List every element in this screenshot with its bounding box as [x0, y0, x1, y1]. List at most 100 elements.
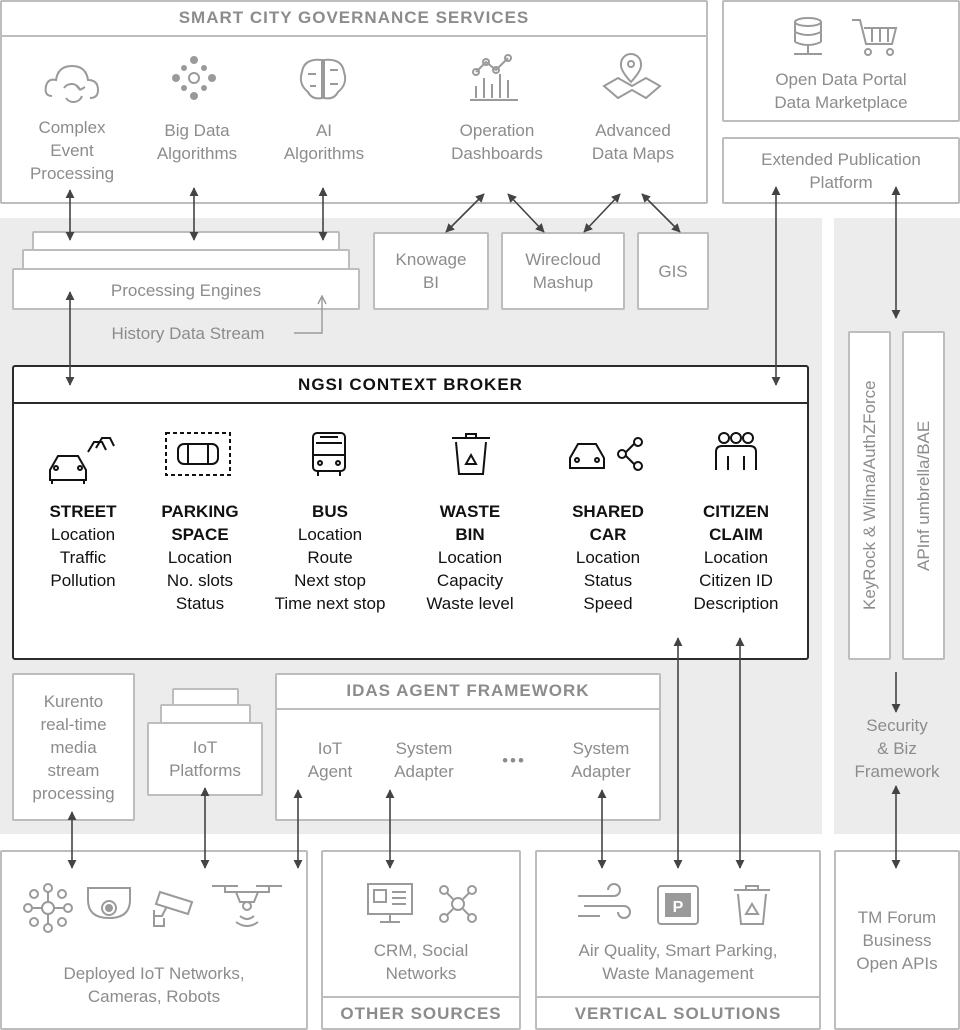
keyrock-box: KeyRock & Wilma/AuthZForce	[848, 331, 891, 660]
extended-publication-label: Extended Publication Platform	[761, 150, 921, 192]
entity-title: STREET	[49, 502, 117, 521]
entity-field: Description	[693, 594, 779, 613]
idas-divider	[277, 708, 659, 710]
entity-title: CITIZEN CLAIM	[702, 502, 770, 544]
wirecloud-mashup-label: Wirecloud Mashup	[525, 250, 601, 292]
entity-citizen-claim: CITIZEN CLAIM Location Citizen ID Descri…	[674, 500, 798, 615]
entity-field: Citizen ID	[699, 571, 773, 590]
entity-field: Next stop	[294, 571, 366, 590]
entity-field: Traffic	[59, 548, 107, 567]
knowage-bi-label: Knowage BI	[395, 250, 467, 292]
entity-shared-car: SHARED CAR Location Status Speed	[550, 500, 666, 615]
connector-arrows	[65, 186, 901, 869]
social-network-icon	[439, 885, 477, 923]
iot-platforms-label: IoT Platforms	[169, 738, 241, 780]
broker-title: NGSI CONTEXT BROKER	[298, 375, 523, 394]
brain-icon	[299, 58, 347, 100]
entity-title: BUS	[312, 502, 348, 521]
wirecloud-mashup-box: Wirecloud Mashup	[501, 232, 625, 310]
entity-bus: BUS Location Route Next stop Time next s…	[248, 500, 412, 615]
entity-parking-space: PARKING SPACE Location No. slots Status	[140, 500, 260, 615]
entity-field: Speed	[583, 594, 633, 613]
kurento-box: Kurento real-time media stream processin…	[12, 673, 135, 821]
open-data-portal-box: Open Data Portal Data Marketplace	[722, 0, 960, 122]
other-sources-title: OTHER SOURCES	[340, 1004, 502, 1023]
entity-field: No. slots	[166, 571, 234, 590]
crm-display-icon	[367, 883, 413, 923]
database-server-icon	[794, 17, 822, 55]
governance-item-big-data-algorithms: Big Data Algorithms	[156, 121, 238, 163]
entity-field: Location	[575, 548, 641, 567]
entity-title: WASTE BIN	[439, 502, 501, 544]
idas-agent-framework-panel: IDAS AGENT FRAMEWORK IoT Agent System Ad…	[275, 673, 661, 821]
other-sources-box: CRM, Social Networks OTHER SOURCES	[321, 850, 521, 1030]
drone-icon	[212, 885, 282, 927]
air-quality-wind-icon	[578, 883, 631, 919]
entity-title: SHARED CAR	[572, 502, 644, 544]
other-sources-divider	[323, 996, 519, 998]
broker-divider	[14, 402, 807, 404]
deployed-iot-networks-label: Deployed IoT Networks, Cameras, Robots	[63, 964, 245, 1006]
knowage-bi-box: Knowage BI	[373, 232, 489, 310]
deployed-iot-networks-box: Deployed IoT Networks, Cameras, Robots	[0, 850, 308, 1030]
other-sources-label: CRM, Social Networks	[373, 941, 469, 983]
gis-box: GIS	[637, 232, 709, 310]
network-nodes-icon	[172, 56, 216, 100]
processing-engines-label: Processing Engines	[110, 281, 262, 300]
shopping-cart-icon	[852, 19, 898, 56]
parking-space-car-icon	[165, 432, 231, 476]
entity-field: Location	[297, 525, 363, 544]
entity-title: PARKING SPACE	[161, 502, 239, 544]
entity-field: Status	[175, 594, 225, 613]
entity-field: Time next stop	[274, 594, 386, 613]
ngsi-context-broker-panel: NGSI CONTEXT BROKER STREET Location Traf…	[12, 365, 809, 660]
history-stream-arrow	[294, 296, 322, 334]
entity-street: STREET Location Traffic Pollution	[18, 500, 148, 592]
entity-waste-bin: WASTE BIN Location Capacity Waste level	[408, 500, 532, 615]
gis-label: GIS	[658, 262, 688, 281]
bus-icon	[312, 432, 346, 476]
governance-divider	[2, 35, 706, 37]
vertical-solutions-title: VERTICAL SOLUTIONS	[574, 1004, 782, 1023]
entity-field: Capacity	[436, 571, 504, 590]
vertical-solutions-divider	[537, 996, 819, 998]
security-framework-label: Security & Biz Framework	[834, 714, 960, 783]
governance-item-operation-dashboards: Operation Dashboards	[451, 121, 543, 163]
open-data-label: Open Data Portal Data Marketplace	[774, 70, 908, 112]
apinf-box: APInf umbrella/BAE	[902, 331, 945, 660]
map-pin-icon	[602, 53, 662, 100]
iot-network-icon	[23, 883, 73, 933]
shared-car-icon	[569, 437, 643, 471]
entity-field: Location	[437, 548, 503, 567]
vertical-solutions-box: Air Quality, Smart Parking, Waste Manage…	[535, 850, 821, 1030]
kurento-label: Kurento real-time media stream processin…	[32, 692, 115, 803]
vertical-solutions-label: Air Quality, Smart Parking, Waste Manage…	[578, 941, 778, 983]
dashboard-chart-icon	[470, 54, 518, 101]
recycling-bin-icon	[734, 885, 770, 925]
governance-title: SMART CITY GOVERNANCE SERVICES	[178, 8, 530, 27]
idas-system-adapter-label-2: System Adapter	[571, 739, 631, 781]
cloud-sync-icon	[44, 64, 100, 103]
entity-field: Status	[583, 571, 633, 590]
governance-item-complex-event-processing: Complex Event Processing	[29, 118, 115, 183]
history-data-stream-label: History Data Stream	[111, 324, 265, 343]
tm-forum-label: TM Forum Business Open APIs	[856, 908, 938, 973]
tm-forum-box: TM Forum Business Open APIs	[834, 850, 960, 1030]
entity-field: Location	[167, 548, 233, 567]
idas-iot-agent-label: IoT Agent	[307, 739, 353, 781]
governance-services-panel: SMART CITY GOVERNANCE SERVICES Complex E…	[0, 0, 708, 204]
idas-title: IDAS AGENT FRAMEWORK	[346, 681, 590, 700]
entity-field: Waste level	[426, 594, 514, 613]
idas-system-adapter-label: System Adapter	[394, 739, 454, 781]
governance-item-ai-algorithms: AI Algorithms	[283, 121, 365, 163]
entity-field: Location	[703, 548, 769, 567]
entity-field: Route	[307, 548, 353, 567]
security-camera-icon	[153, 890, 194, 927]
idas-ellipsis: •••	[502, 751, 526, 770]
parking-sign-icon	[657, 885, 699, 925]
waste-bin-icon	[452, 433, 490, 475]
entity-field: Pollution	[50, 571, 116, 590]
governance-item-advanced-data-maps: Advanced Data Maps	[591, 121, 675, 163]
extended-publication-box: Extended Publication Platform	[722, 137, 960, 204]
